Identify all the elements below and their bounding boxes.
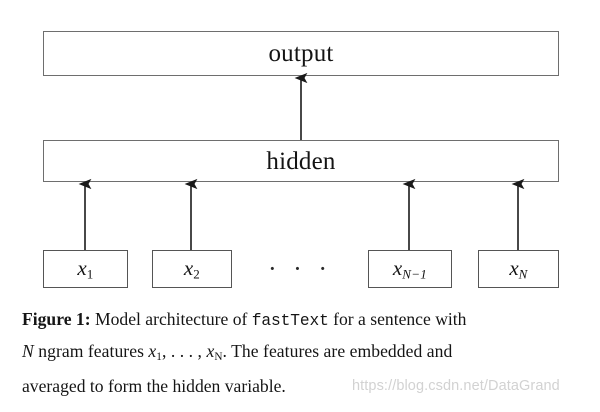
caption-line-2: N ngram features x1, . . . , xN. The fea… — [22, 337, 578, 372]
output-layer-label: output — [268, 40, 334, 67]
caption-math-xn: xN — [206, 340, 223, 363]
caption-math-x1: x1 — [148, 340, 162, 363]
caption-math-n: N — [22, 340, 34, 361]
hidden-layer-box: hidden — [43, 140, 559, 182]
input-token-box-x1: x1 — [43, 250, 128, 288]
caption-line1-text-after: for a sentence with — [328, 309, 467, 329]
caption-line2-text-2: . The features are embedded and — [222, 340, 453, 361]
input-token-label-x1: x1 — [77, 255, 94, 282]
caption-mono-term: fastText — [251, 312, 329, 330]
caption-line2-text-1: ngram features — [33, 340, 149, 361]
caption-line1-text-before: Model architecture of — [90, 309, 252, 329]
hidden-layer-label: hidden — [266, 147, 336, 175]
caption-line-3: averaged to form the hidden variable. — [22, 375, 286, 396]
output-layer-box: output — [43, 31, 559, 76]
input-token-label-xn-minus-1: xN−1 — [392, 255, 428, 282]
input-token-label-xn: xN — [509, 255, 528, 282]
watermark-text: https://blog.csdn.net/DataGrand — [352, 378, 560, 394]
caption-line-1: Figure 1: Model architecture of fastText… — [22, 305, 578, 337]
input-token-box-xn: xN — [478, 250, 559, 288]
input-token-box-xn-minus-1: xN−1 — [368, 250, 452, 288]
figure-number-label: Figure 1: — [22, 309, 91, 329]
caption-math-separator: , . . . , — [161, 340, 207, 361]
input-token-label-x2: x2 — [183, 255, 201, 282]
input-token-box-x2: x2 — [152, 250, 232, 288]
token-ellipsis: · · · — [268, 254, 332, 283]
model-architecture-diagram: output hidden x1 x2 · · · xN−1 xN — [43, 31, 559, 288]
figure-caption: Figure 1: Model architecture of fastText… — [22, 305, 578, 401]
